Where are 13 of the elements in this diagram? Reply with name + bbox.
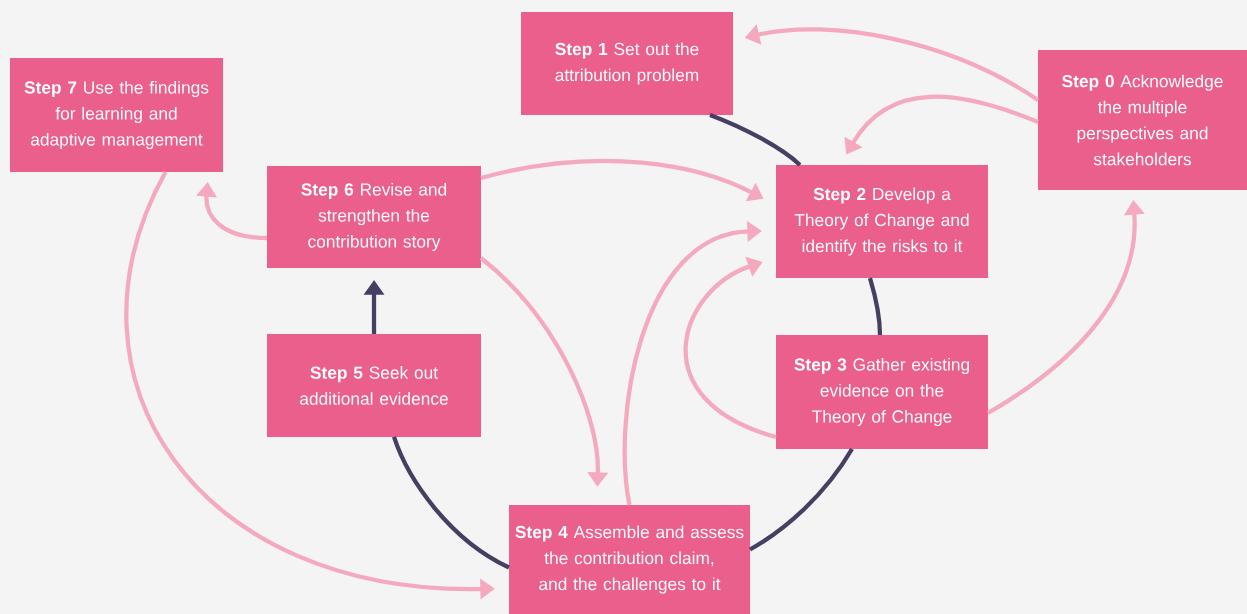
- process-box: Step 6 Revise and strengthen the contribution story: [267, 166, 481, 268]
- process-box: Step 5 Seek out additional evidence: [267, 334, 481, 437]
- process-box: Step 3 Gather existing evidence on the Theory of Change: [776, 335, 988, 449]
- process-box: Step 2 Develop a Theory of Change and identify the risks to it: [776, 164, 988, 279]
- connector-line: [748, 447, 854, 552]
- process-box: Step 7 Use the findings for learning and adaptive management: [10, 58, 224, 172]
- connector-line: [867, 277, 883, 336]
- connector-line: [709, 112, 802, 167]
- process-box: Step 4 Assemble and assess the contribution claim, and the challenges to it: [508, 504, 751, 614]
- arrow: [683, 256, 777, 439]
- connector-line: [392, 436, 510, 570]
- process-box: Step 0 Acknowledge the multiple perspectives and stakeholders: [1037, 50, 1247, 190]
- process-box: Step 1 Set out the attribution problem: [521, 12, 733, 115]
